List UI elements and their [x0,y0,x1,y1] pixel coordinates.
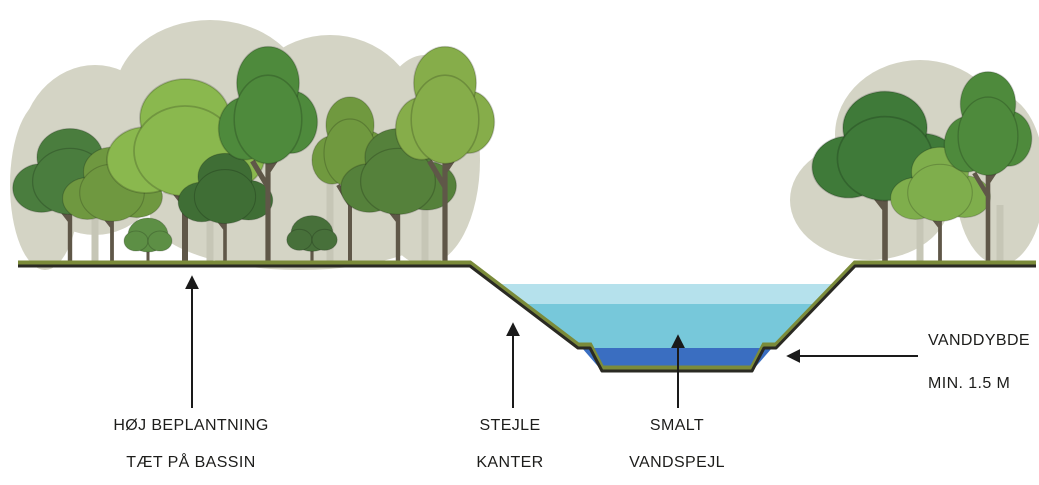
label-water-depth: VANDDYBDE MIN. 1.5 M [928,332,1039,393]
water-surface-layer [493,284,838,304]
grass-strip [18,260,1036,371]
shrub-icon [122,216,174,267]
label-steep-edges-line1: STEJLE [479,417,541,434]
label-tall-planting-line2: TÆT PÅ BASSIN [126,454,256,471]
label-water-depth-line1: VANDDYBDE [928,332,1030,349]
label-water-depth-line2: MIN. 1.5 M [928,375,1011,392]
label-narrow-water-surface: SMALT VANDSPEJL [607,417,747,472]
label-narrow-water-surface-line1: SMALT [649,417,705,434]
label-steep-edges-line2: KANTER [476,454,544,471]
label-narrow-water-surface-line2: VANDSPEJL [629,454,725,471]
label-tall-planting-line1: HØJ BEPLANTNING [113,417,269,434]
label-tall-planting: HØJ BEPLANTNING TÆT PÅ BASSIN [91,417,291,472]
label-steep-edges: STEJLE KANTER [450,417,570,472]
